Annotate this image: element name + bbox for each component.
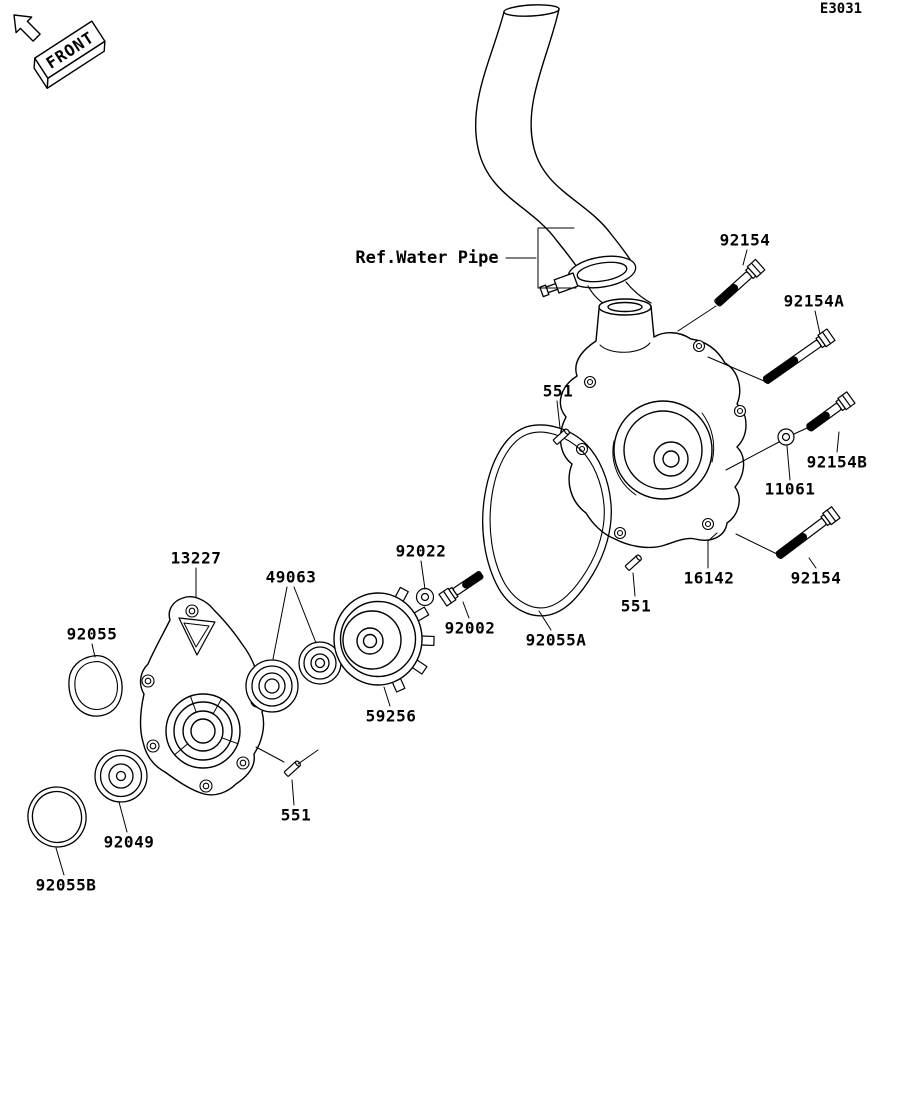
pin-551-a-drawing [552,428,570,445]
part-label-92055: 92055 [66,624,118,644]
bolt-92002-drawing [438,571,484,607]
water-pipe-drawing [474,4,632,268]
part-label-92154-bottom: 92154 [790,568,842,588]
part-label-13227: 13227 [170,548,222,568]
part-label-92049: 92049 [103,832,155,852]
gasket-92055a-drawing [482,424,612,617]
diagram-code: E3031 [819,1,863,17]
washer-11061-drawing [777,428,795,446]
part-label-49063: 49063 [265,567,317,587]
part-label-92154a: 92154A [783,291,845,311]
clamp-screw [539,272,579,298]
hose-clamp-drawing [539,255,637,298]
leader-92154-bottom [735,533,817,569]
mechanical-seal-49063-drawing [245,641,342,713]
pipe-opening [503,4,560,17]
part-label-11061: 11061 [764,479,816,499]
cover-plate-13227-drawing [139,596,267,796]
ref-water-pipe-label: Ref.Water Pipe [355,248,499,268]
leader-92049 [118,801,128,833]
oil-seal-92049-drawing [94,749,148,803]
impeller-59256-drawing [333,586,435,693]
leader-lines [55,227,840,876]
leader-49063 [272,586,317,660]
seal-piece-left [245,659,299,713]
part-label-92002: 92002 [444,618,496,638]
front-arrow-icon [13,14,41,42]
leader-ref-water-pipe [505,227,577,289]
part-label-92154-top: 92154 [719,230,771,250]
leader-92002 [462,601,470,619]
pump-body-16142-drawing [559,281,747,549]
leader-92055 [91,643,96,658]
bolt-92154b-drawing [806,391,856,432]
leader-92022 [420,560,426,590]
part-label-16142: 16142 [683,568,735,588]
front-badge: FRONT [13,14,106,89]
leader-92154a [707,310,821,382]
pin-551-b-drawing [624,554,642,571]
part-label-551-c: 551 [280,805,312,825]
part-label-92055a: 92055A [525,630,587,650]
washer-92022-drawing [415,587,435,607]
leader-92055b [55,847,65,876]
part-label-92022: 92022 [395,541,447,561]
leader-92055a [538,610,552,631]
pump-bolt-holes [575,339,747,540]
bolt-92154-bottom-drawing [775,506,841,560]
leader-551-b [632,572,636,597]
leader-92154-top [677,249,748,332]
part-label-59256: 59256 [365,706,417,726]
bolt-92154-top-drawing [714,258,766,307]
leader-92154b [725,427,840,471]
part-label-551-b: 551 [620,596,652,616]
seal-piece-right [298,641,342,685]
leader-551-a [556,400,561,429]
part-label-551-a: 551 [542,381,574,401]
pin-551-c-drawing [283,760,301,777]
oring-92055-drawing [68,655,123,717]
leader-59256 [383,686,391,707]
part-label-92055b: 92055B [35,875,97,895]
part-label-92154b: 92154B [806,452,868,472]
leader-551-c [255,746,319,806]
leader-16142 [707,532,718,569]
bolt-92154a-drawing [762,328,836,384]
oring-92055b-drawing [27,786,87,848]
leader-11061 [786,445,791,481]
